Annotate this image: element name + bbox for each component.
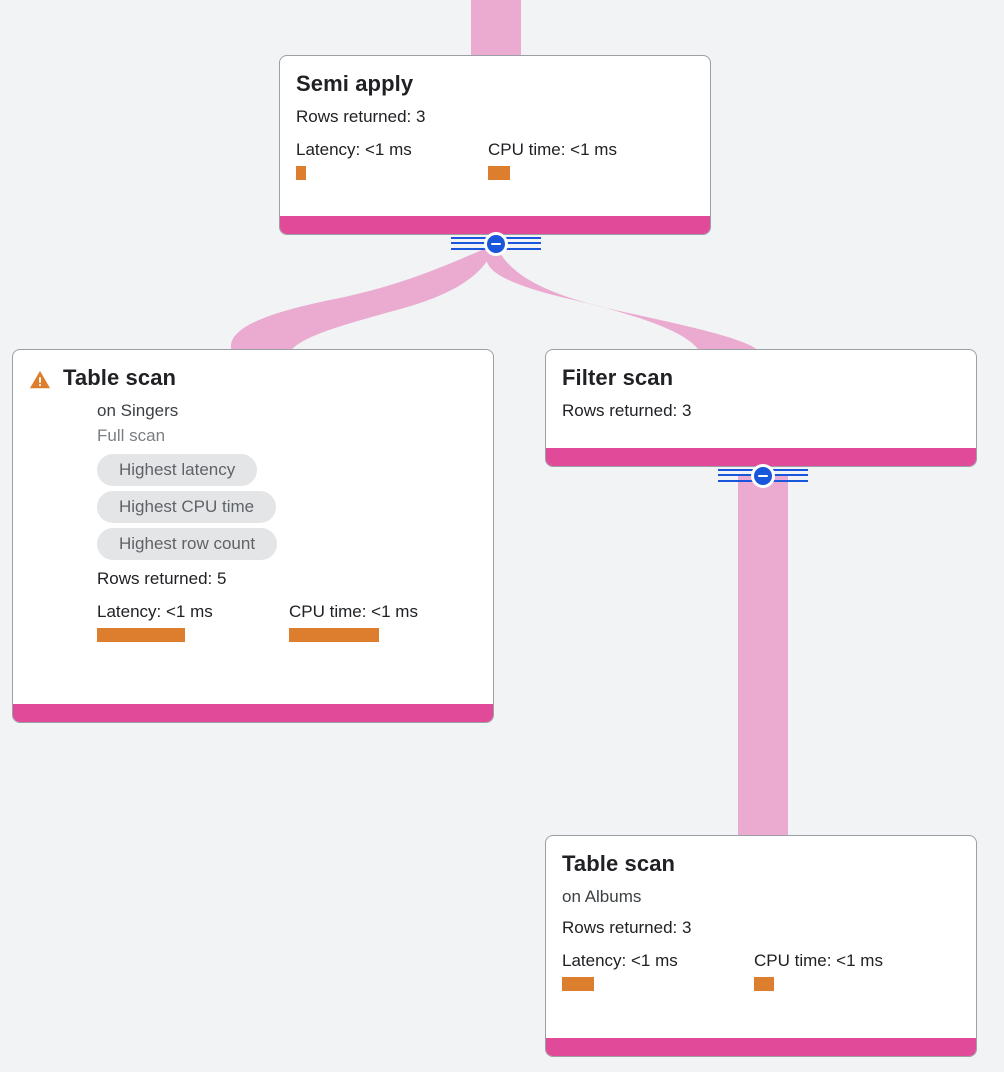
edge-semi-apply-to-table-scan-singers xyxy=(230,244,497,352)
node-filter-scan-body: Filter scan Rows returned: 3 xyxy=(546,350,976,448)
metric-latency-label: Latency: <1 ms xyxy=(296,140,412,159)
node-accent-bar xyxy=(13,704,493,722)
node-accent-bar xyxy=(280,216,710,234)
metric-cpu-time-bar xyxy=(488,166,510,180)
node-metrics: Latency: <1 ms CPU time: <1 ms xyxy=(97,601,477,642)
metric-latency-bar xyxy=(562,977,594,991)
edge-semi-apply-to-filter-scan xyxy=(486,244,760,352)
chip-highest-latency: Highest latency xyxy=(97,454,258,486)
edge-incoming-semi-apply xyxy=(471,0,521,56)
metric-cpu-time: CPU time: <1 ms xyxy=(754,950,883,991)
metric-cpu-time-bar xyxy=(289,628,379,642)
node-rows-returned: Rows returned: 5 xyxy=(97,569,227,588)
metric-latency: Latency: <1 ms xyxy=(296,139,488,180)
metric-cpu-time-label: CPU time: <1 ms xyxy=(488,140,617,159)
node-accent-bar xyxy=(546,1038,976,1056)
node-table-scan-albums[interactable]: Table scan on Albums Rows returned: 3 La… xyxy=(545,835,977,1057)
node-table-scan-albums-body: Table scan on Albums Rows returned: 3 La… xyxy=(546,836,976,1038)
node-semi-apply-title-row: Semi apply xyxy=(296,70,694,98)
node-metrics: Latency: <1 ms CPU time: <1 ms xyxy=(562,950,960,991)
node-title: Table scan xyxy=(63,365,177,390)
metric-latency-bar xyxy=(296,166,306,180)
metric-latency-bar xyxy=(97,628,185,642)
chip-highest-cpu-time: Highest CPU time xyxy=(97,491,277,523)
node-filter-scan[interactable]: Filter scan Rows returned: 3 xyxy=(545,349,977,467)
minus-circle-icon[interactable] xyxy=(751,464,775,488)
node-semi-apply[interactable]: Semi apply Rows returned: 3 Latency: <1 … xyxy=(279,55,711,235)
minus-circle-icon[interactable] xyxy=(484,232,508,256)
node-scan-type: Full scan xyxy=(97,426,166,445)
warning-triangle-icon xyxy=(29,370,51,389)
node-subtitle: on Albums xyxy=(562,887,642,906)
node-filter-scan-title-row: Filter scan xyxy=(562,364,960,392)
node-chip-list: Highest latency Highest CPU time Highest… xyxy=(97,454,477,560)
metric-cpu-time: CPU time: <1 ms xyxy=(488,139,617,180)
node-semi-apply-body: Semi apply Rows returned: 3 Latency: <1 … xyxy=(280,56,710,216)
collapse-handle-semi-apply[interactable] xyxy=(451,231,541,257)
node-table-scan-albums-title-row: Table scan xyxy=(562,850,960,878)
collapse-handle-filter-scan[interactable] xyxy=(718,463,808,489)
metric-latency: Latency: <1 ms xyxy=(97,601,289,642)
node-rows-returned: Rows returned: 3 xyxy=(296,107,426,126)
node-title: Semi apply xyxy=(296,71,414,96)
metric-cpu-time: CPU time: <1 ms xyxy=(289,601,418,642)
node-metrics: Latency: <1 ms CPU time: <1 ms xyxy=(296,139,694,180)
edge-filter-scan-to-table-scan-albums xyxy=(738,476,788,838)
metric-latency-label: Latency: <1 ms xyxy=(562,951,678,970)
chip-highest-row-count: Highest row count xyxy=(97,528,278,560)
node-rows-returned: Rows returned: 3 xyxy=(562,918,692,937)
node-rows-returned: Rows returned: 3 xyxy=(562,401,692,420)
metric-cpu-time-label: CPU time: <1 ms xyxy=(754,951,883,970)
metric-cpu-time-label: CPU time: <1 ms xyxy=(289,602,418,621)
node-table-scan-singers[interactable]: Table scan on Singers Full scan Highest … xyxy=(12,349,494,723)
node-table-scan-singers-body: Table scan on Singers Full scan Highest … xyxy=(13,350,493,704)
node-title: Filter scan xyxy=(562,365,674,390)
metric-latency: Latency: <1 ms xyxy=(562,950,754,991)
metric-latency-label: Latency: <1 ms xyxy=(97,602,213,621)
node-title: Table scan xyxy=(562,851,676,876)
node-subtitle: on Singers xyxy=(97,401,179,420)
node-accent-bar xyxy=(546,448,976,466)
node-table-scan-singers-title-row: Table scan xyxy=(29,364,477,392)
metric-cpu-time-bar xyxy=(754,977,774,991)
